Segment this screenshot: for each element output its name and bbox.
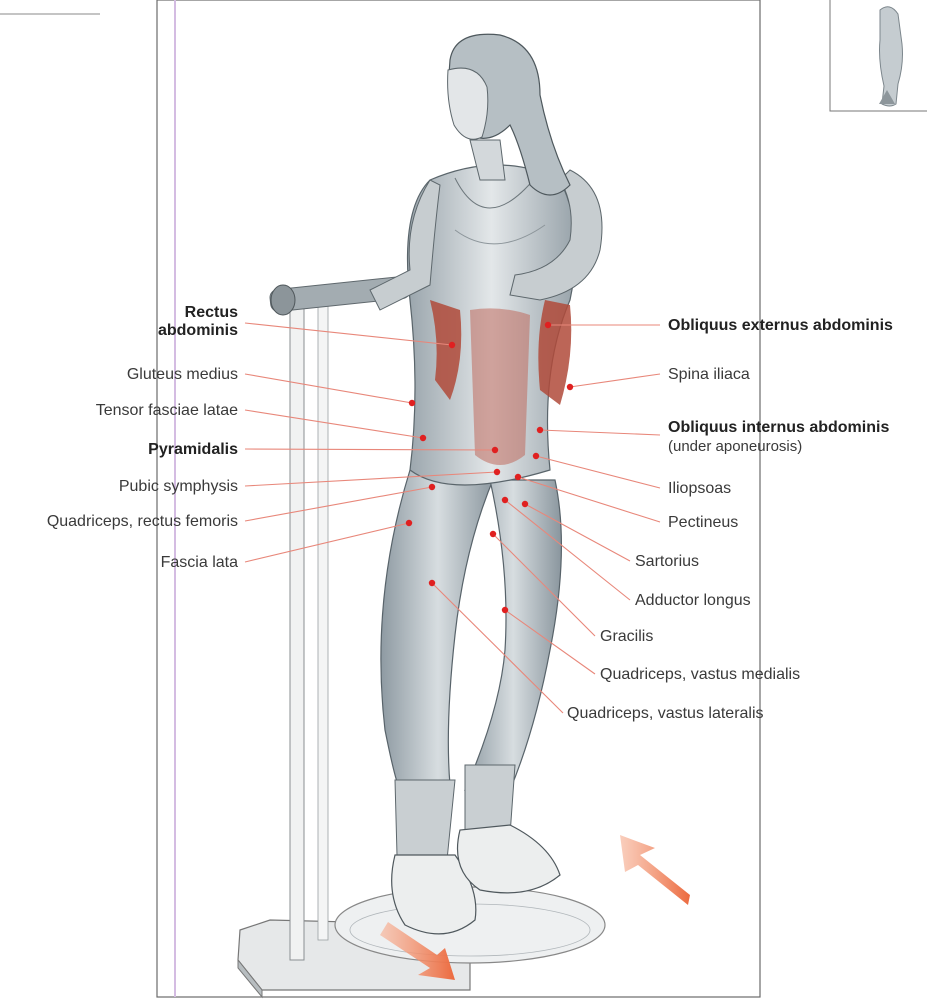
label-gluteus-medius: Gluteus medius [127, 365, 238, 384]
label-pectineus: Pectineus [668, 513, 738, 532]
label-quadriceps-vastus-lateralis: Quadriceps, vastus lateralis [567, 704, 764, 723]
label-pyramidalis: Pyramidalis [148, 440, 238, 459]
label-rectus-abdominis-line2: abdominis [158, 321, 238, 340]
label-sartorius: Sartorius [635, 552, 699, 571]
label-adductor-longus: Adductor longus [635, 591, 751, 610]
thumbnail-figure [830, 0, 927, 111]
label-tensor-fasciae-latae: Tensor fasciae latae [96, 401, 238, 420]
label-obliquus-externus-abdominis: Obliquus externus abdominis [668, 316, 893, 335]
label-iliopsoas: Iliopsoas [668, 479, 731, 498]
label-spina-iliaca: Spina iliaca [668, 365, 750, 384]
label-quadriceps-rectus-femoris: Quadriceps, rectus femoris [47, 512, 238, 531]
label-obliquus-internus-abdominis: Obliquus internus abdominis [668, 418, 889, 437]
label-pubic-symphysis: Pubic symphysis [119, 477, 238, 496]
label-gracilis: Gracilis [600, 627, 653, 646]
legs [381, 470, 562, 934]
label-rectus-abdominis-line1: Rectus [185, 303, 238, 322]
label-quadriceps-vastus-medialis: Quadriceps, vastus medialis [600, 665, 800, 684]
label-fascia-lata: Fascia lata [161, 553, 238, 572]
label-under-aponeurosis: (under aponeurosis) [668, 437, 802, 456]
arrow-upper-right [620, 835, 690, 905]
